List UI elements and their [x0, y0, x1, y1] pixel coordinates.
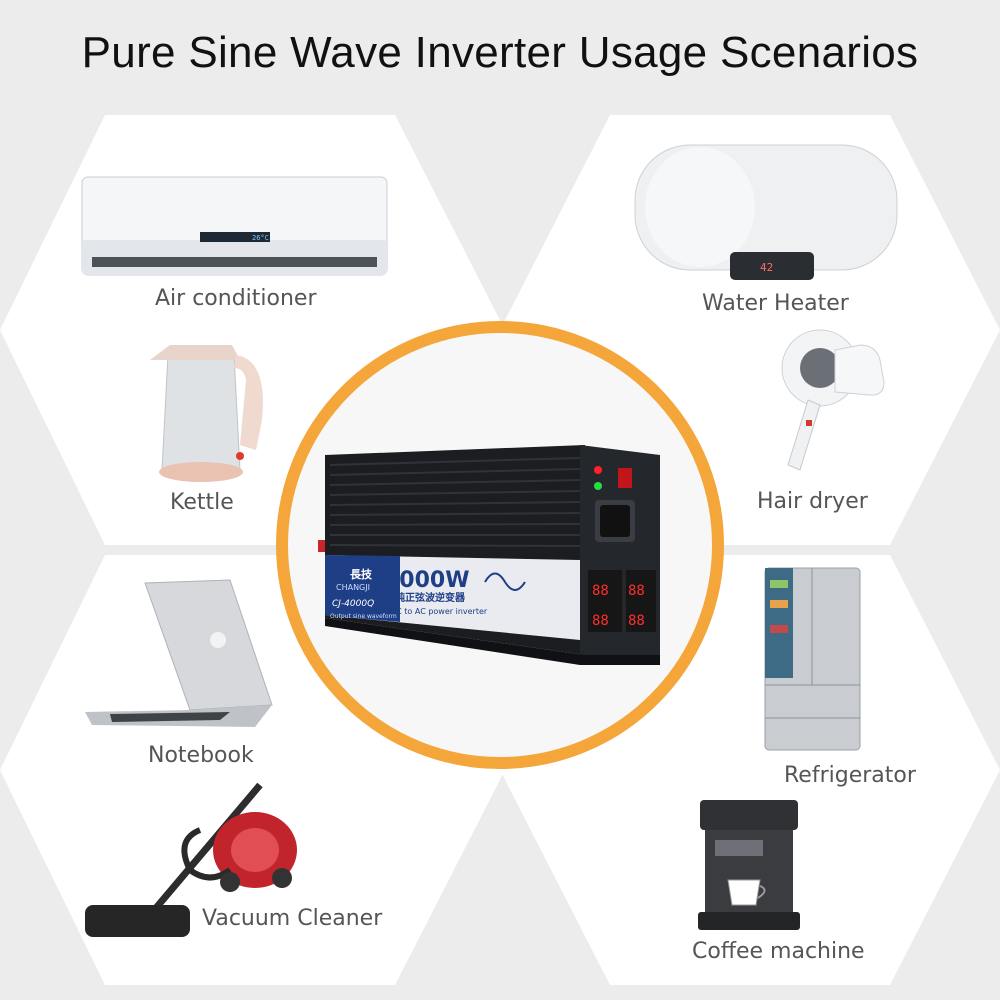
svg-text:88: 88: [628, 613, 645, 629]
svg-text:CHANGJI: CHANGJI: [336, 583, 370, 592]
air-conditioner-icon: 26°C: [81, 176, 388, 276]
label-refrigerator: Refrigerator: [784, 763, 916, 788]
inverter-product-icon: 長技 CHANGJI CJ-4000Q Output sine waveform…: [318, 445, 660, 665]
svg-text:Output sine waveform: Output sine waveform: [330, 613, 397, 620]
svg-text:26°C: 26°C: [252, 234, 269, 242]
svg-text:長技: 長技: [350, 567, 373, 581]
label-vacuum-cleaner: Vacuum Cleaner: [202, 906, 383, 931]
svg-text:4000W: 4000W: [384, 568, 470, 593]
svg-text:CJ-4000Q: CJ-4000Q: [332, 599, 374, 609]
label-notebook: Notebook: [148, 743, 254, 768]
page-title: Pure Sine Wave Inverter Usage Scenarios: [81, 28, 919, 77]
svg-text:88: 88: [628, 583, 645, 599]
kettle-icon: [150, 345, 263, 482]
label-water-heater: Water Heater: [702, 291, 849, 316]
svg-text:88: 88: [592, 613, 609, 629]
label-coffee-machine: Coffee machine: [692, 939, 865, 964]
label-hair-dryer: Hair dryer: [757, 489, 868, 514]
vacuum-cleaner-icon: [85, 782, 297, 937]
label-air-conditioner: Air conditioner: [155, 286, 317, 311]
svg-text:88: 88: [592, 583, 609, 599]
refrigerator-icon: [764, 567, 861, 751]
hair-dryer-icon: [781, 329, 885, 471]
notebook-icon: [85, 579, 273, 727]
water-heater-icon: 42: [634, 144, 898, 280]
svg-text:DC to AC power inverter: DC to AC power inverter: [390, 607, 488, 616]
coffee-machine-icon: [698, 800, 800, 930]
label-kettle: Kettle: [170, 490, 234, 515]
svg-text:純正弦波逆变器: 純正弦波逆变器: [395, 591, 466, 604]
svg-text:42: 42: [760, 261, 773, 274]
